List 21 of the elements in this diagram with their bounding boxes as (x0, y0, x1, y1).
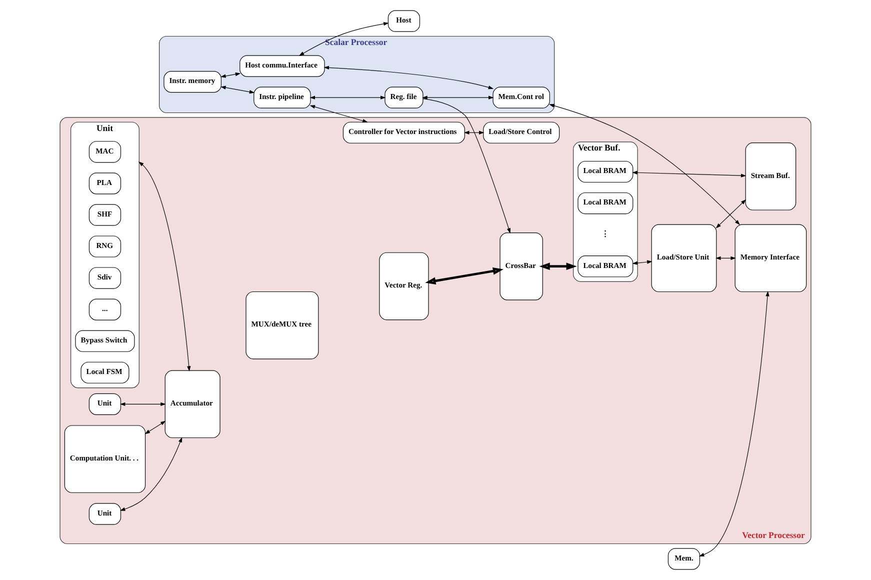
arrow (220, 72, 241, 78)
arrow (220, 86, 255, 94)
arrow (310, 105, 368, 123)
arrow (716, 256, 736, 260)
arrow (716, 199, 746, 228)
arrow (425, 267, 504, 285)
arrow (632, 260, 652, 265)
arrow (698, 290, 770, 556)
arrow (144, 420, 166, 434)
arrow (422, 96, 494, 100)
arrow (310, 96, 386, 100)
arrow (632, 170, 746, 178)
arrow (549, 104, 740, 226)
arrow (422, 98, 510, 234)
arrow (539, 262, 577, 270)
arrow (120, 402, 166, 406)
arrow (120, 437, 182, 511)
arrow (138, 162, 191, 372)
arrow (324, 66, 494, 90)
arrow (464, 130, 484, 134)
arrow (298, 22, 389, 56)
